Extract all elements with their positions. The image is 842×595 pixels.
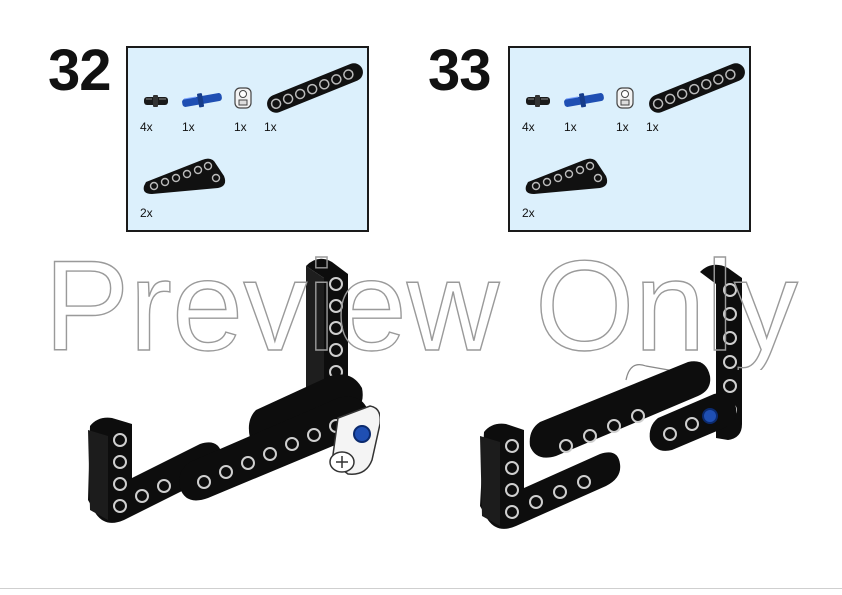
part-quantity: 1x xyxy=(616,120,629,134)
white-connector-icon xyxy=(234,87,252,109)
blue-axle-pin-icon xyxy=(182,93,222,108)
blue-axle-pin-icon xyxy=(564,93,604,108)
part-quantity: 4x xyxy=(522,120,535,134)
assembly-illustration xyxy=(480,264,742,529)
part-quantity: 4x xyxy=(140,120,153,134)
parts-callout-box: 4x 1x 1x 1x xyxy=(508,46,751,232)
black-friction-pin-icon xyxy=(526,95,550,107)
part-quantity: 1x xyxy=(234,120,247,134)
part-quantity: 2x xyxy=(522,206,535,220)
step-number: 32 xyxy=(48,38,112,103)
parts-callout-box: 4x 1x 1x 1x xyxy=(126,46,369,232)
assembly-illustration xyxy=(88,258,380,523)
black-friction-pin-icon xyxy=(144,95,168,107)
straight-beam-icon xyxy=(649,63,745,113)
straight-beam-icon xyxy=(267,63,363,113)
white-connector-icon xyxy=(616,87,634,109)
part-quantity: 1x xyxy=(182,120,195,134)
step-number: 33 xyxy=(428,38,492,103)
part-quantity: 1x xyxy=(564,120,577,134)
footer-divider xyxy=(0,588,842,589)
l-shaped-beam-icon xyxy=(143,158,226,194)
part-quantity: 1x xyxy=(264,120,277,134)
part-quantity: 1x xyxy=(646,120,659,134)
l-shaped-beam-icon xyxy=(525,158,608,194)
part-quantity: 2x xyxy=(140,206,153,220)
